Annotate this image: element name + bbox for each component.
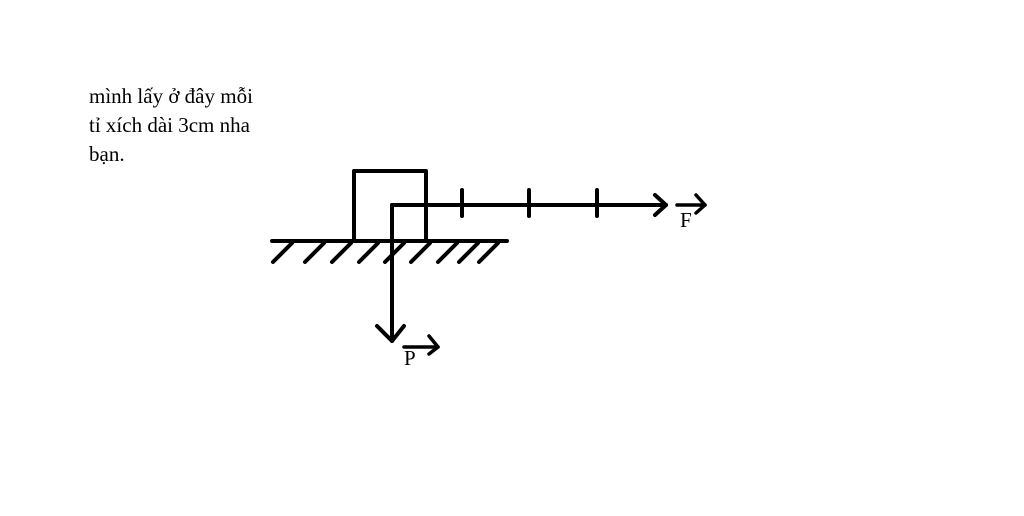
scale-note: mình lấy ở đây mỗi tỉ xích dài 3cm nha b…: [89, 82, 289, 169]
note-line-3: bạn.: [89, 142, 125, 166]
ground: [270, 239, 509, 264]
force-f-arrowhead: [653, 193, 668, 217]
label-f-overarrow: [675, 193, 707, 215]
force-f-vector: [390, 188, 668, 218]
scale-ticks: [460, 188, 599, 218]
note-line-1: mình lấy ở đây mỗi: [89, 84, 253, 108]
note-line-2: tỉ xích dài 3cm nha: [89, 113, 250, 137]
force-f-label: F: [680, 208, 692, 232]
force-p-arrowhead: [375, 324, 406, 343]
label-p-overarrow: [402, 334, 440, 356]
force-p-label: P: [404, 346, 416, 370]
ground-hatching: [271, 241, 500, 264]
force-p-vector: [375, 203, 406, 343]
